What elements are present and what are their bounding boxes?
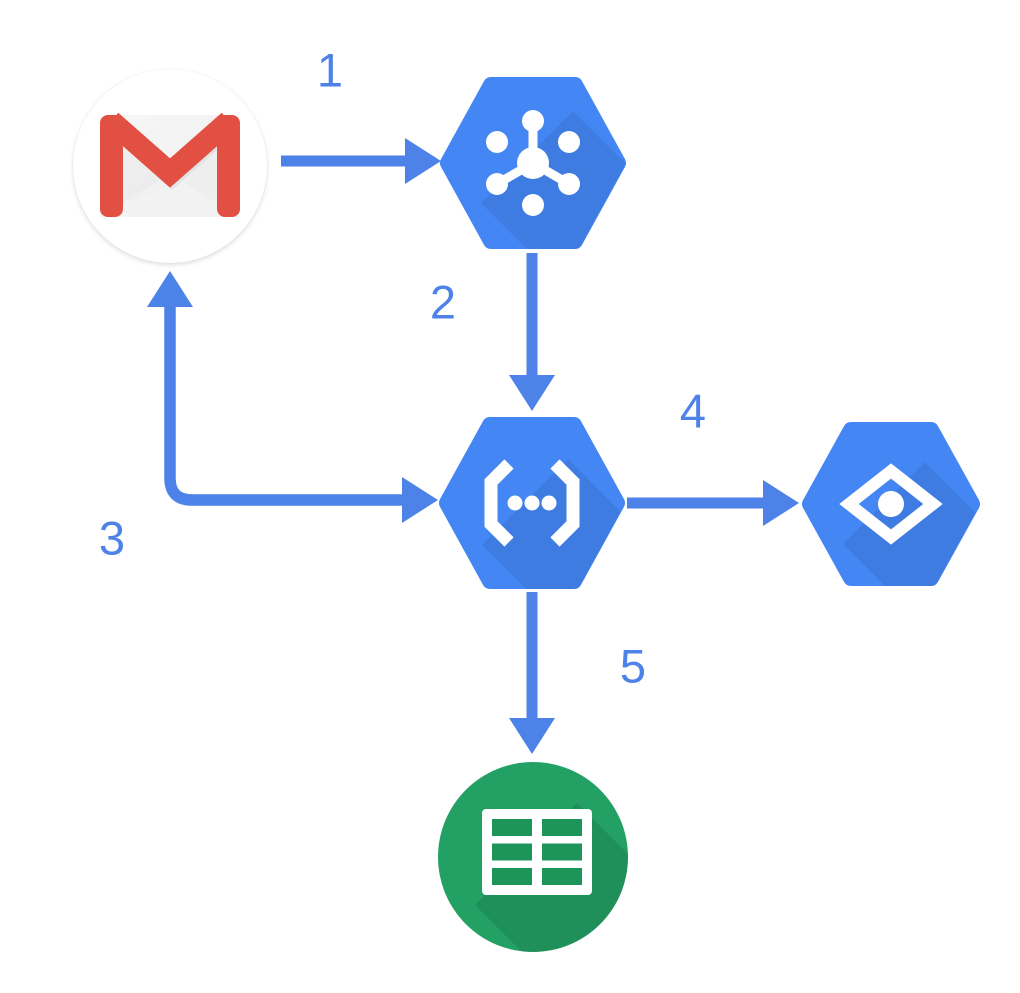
vision-diamond-eye-icon	[839, 463, 943, 545]
step-label-4: 4	[679, 384, 707, 438]
gmail-envelope-icon	[100, 112, 240, 217]
step-label-1: 1	[316, 43, 344, 97]
spreadsheet-grid-icon	[482, 809, 592, 895]
step-label-2: 2	[429, 275, 457, 329]
step-label-5: 5	[619, 639, 647, 693]
arrow-step-4	[627, 480, 799, 526]
cloud-pubsub-node	[440, 77, 626, 249]
arrow-step-2	[509, 253, 555, 411]
step-label-3: 3	[98, 511, 126, 565]
code-brackets-dots-icon	[484, 459, 580, 547]
pubsub-hub-icon	[486, 110, 580, 216]
gmail-node	[73, 69, 267, 263]
cloud-vision-node	[802, 422, 980, 586]
cloud-functions-node	[439, 417, 625, 589]
arrow-step-1	[281, 138, 441, 184]
arrow-step-3	[147, 271, 438, 523]
google-sheets-node	[438, 762, 628, 952]
arrow-step-5	[509, 592, 555, 754]
